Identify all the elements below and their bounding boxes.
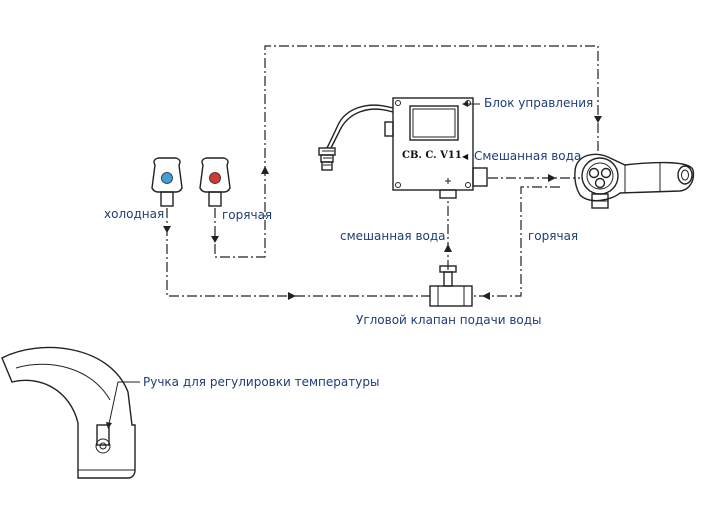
sensor-cable [318, 104, 394, 171]
temp-handle-knob-icon [95, 438, 111, 454]
cold-water-valve [151, 157, 183, 207]
temp-handle-label: Ручка для регулировки температуры [143, 375, 380, 389]
mixed-water-top-label: Смешанная вода [474, 149, 582, 163]
mixed-up-arrow [444, 244, 452, 252]
cold-label: холодная [104, 207, 165, 221]
angle-valve-label: Угловой клапан подачи воды [356, 313, 542, 327]
control-unit-label: Блок управления [484, 96, 594, 110]
cold-indicator-icon [161, 172, 173, 184]
hot-right-label: горячая [528, 229, 579, 243]
mixed-right-arrow [548, 174, 556, 182]
mixed-water-left-label: смешанная вода [340, 229, 446, 243]
mixer-down-arrow [594, 116, 602, 123]
faucet-spout [1, 346, 136, 479]
cold-right-arrow [288, 292, 296, 300]
hot-supply-line [214, 45, 599, 258]
temp-handle-leader [108, 381, 140, 425]
thermostatic-mixer [574, 153, 695, 209]
hot-return-line [472, 186, 560, 297]
hot-indicator-icon [209, 172, 221, 184]
cold-supply-line [166, 208, 430, 297]
hot-water-valve [199, 157, 231, 207]
hot-left-arrow [482, 292, 490, 300]
hot-down-arrow [211, 236, 219, 243]
cold-down-arrow [163, 226, 171, 233]
control-unit-model: CB. C. V11 [402, 150, 462, 161]
hot-up-arrow [261, 166, 269, 174]
hot-label: горячая [222, 208, 273, 222]
control-unit-box: CB. C. V11 ◀ [384, 97, 488, 199]
power-indicator-icon: ◀ [462, 152, 469, 161]
angle-valve [429, 265, 473, 307]
